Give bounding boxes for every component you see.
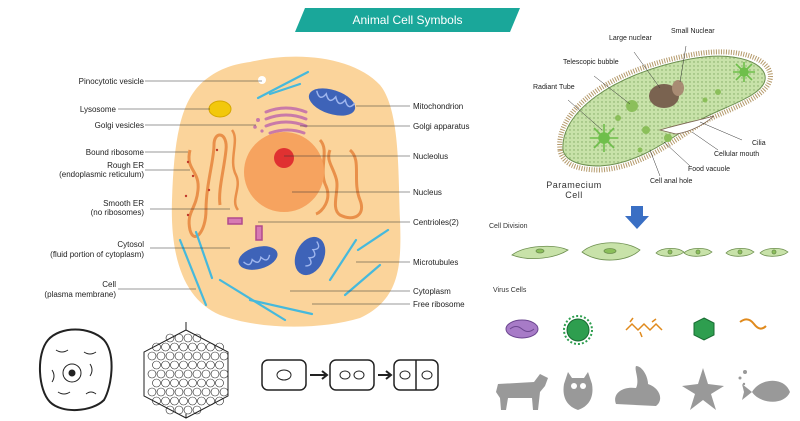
- polyhedral-virus-icon: [693, 317, 715, 341]
- paramecium-leaders: [567, 45, 743, 177]
- section-cell-division: Cell Division: [489, 223, 528, 230]
- label-cilia: Cilia: [752, 140, 766, 147]
- leader-lines-left: [118, 80, 262, 290]
- leader-lines-right: [258, 105, 410, 305]
- centrioles: [227, 217, 263, 241]
- bacteriophage-cluster-icon: [625, 317, 663, 338]
- fish-icon: [738, 370, 790, 402]
- small-nucleus: [672, 80, 684, 96]
- label-small-nuclear: Small Nuclear: [671, 28, 715, 35]
- radiant-tube-1: [590, 124, 618, 152]
- down-arrow-icon: [625, 206, 649, 229]
- bound-ribosomes: [184, 148, 219, 217]
- hexagonal-virus-sketch-icon: [143, 322, 229, 419]
- starfish-icon: [682, 368, 724, 410]
- division-stage-1: [511, 245, 569, 260]
- section-virus-cells: Virus Cells: [493, 287, 527, 294]
- label-food-vacuole: Food vacuole: [688, 166, 731, 173]
- label-plasma-membrane: (plasma membrane): [44, 290, 116, 299]
- rough-er: [187, 133, 228, 238]
- cellular-mouth: [658, 115, 715, 135]
- smooth-er: [230, 129, 240, 211]
- radiant-tube-2: [733, 62, 755, 82]
- large-nucleus: [649, 84, 679, 108]
- owl-icon: [563, 372, 593, 410]
- label-smooth-er: Smooth ER: [103, 199, 144, 208]
- mitochondrion-top: [308, 88, 356, 116]
- label-cytosol-sub: (fluid portion of cytoplasm): [50, 250, 144, 259]
- label-cytoplasm: Cytoplasm: [413, 287, 451, 296]
- label-cellular-mouth: Cellular mouth: [714, 151, 760, 158]
- sketch-cell-icon: [38, 328, 113, 412]
- division-stage-4: [725, 247, 789, 257]
- er-tubule: [315, 138, 330, 216]
- division-stage-3: [655, 247, 713, 257]
- label-pinocytotic-vesicle: Pinocytotic vesicle: [78, 77, 144, 86]
- label-golgi-apparatus: Golgi apparatus: [413, 122, 470, 131]
- label-free-ribosome: Free ribosome: [413, 300, 465, 309]
- label-large-nuclear: Large nuclear: [609, 35, 652, 42]
- label-centrioles: Centrioles(2): [413, 218, 459, 227]
- label-cell: Cell: [102, 280, 116, 289]
- paramecium-caption: Paramecium Cell: [546, 180, 602, 200]
- label-nucleolus: Nucleolus: [413, 152, 449, 161]
- label-golgi-vesicles: Golgi vesicles: [94, 121, 144, 130]
- spiky-virus-icon: [563, 315, 593, 345]
- cow-icon: [496, 374, 548, 410]
- capsule-virus-icon: [505, 319, 539, 339]
- mitochondrion-right: [294, 236, 326, 276]
- filament-virus-icon: [739, 318, 767, 330]
- rabbit-icon: [615, 366, 661, 406]
- label-rough-er-sub: (endoplasmic reticulum): [59, 170, 144, 179]
- golgi-apparatus: [264, 106, 308, 135]
- label-telescopic-bubble: Telescopic bubble: [563, 59, 619, 66]
- label-cytosol: Cytosol: [117, 240, 144, 249]
- banner-shape: [295, 8, 520, 32]
- label-radiant-tube: Radiant Tube: [533, 84, 575, 91]
- label-mitochondrion: Mitochondrion: [413, 102, 464, 111]
- mitochondrion-left: [238, 246, 278, 270]
- title-banner: Animal Cell Symbols: [295, 8, 520, 32]
- label-microtubules: Microtubules: [413, 258, 459, 267]
- pinocytotic-vesicle: [258, 76, 266, 84]
- label-bound-ribosome: Bound ribosome: [85, 148, 144, 157]
- label-cell-anal-hole: Cell anal hole: [650, 178, 693, 185]
- page-title: Animal Cell Symbols: [352, 13, 463, 27]
- golgi-vesicles: [253, 118, 264, 133]
- division-stage-2: [581, 242, 641, 261]
- label-nucleus: Nucleus: [413, 188, 442, 197]
- label-lysosome: Lysosome: [79, 105, 116, 114]
- nucleolus: [274, 148, 294, 168]
- rough-er-right: [327, 148, 363, 220]
- microtubules: [178, 70, 390, 322]
- paramecium-cilia: [557, 49, 773, 173]
- label-rough-er: Rough ER: [107, 161, 144, 170]
- cell-division-sketch-icon: [261, 359, 439, 391]
- label-smooth-er-sub: (no ribosomes): [90, 208, 144, 217]
